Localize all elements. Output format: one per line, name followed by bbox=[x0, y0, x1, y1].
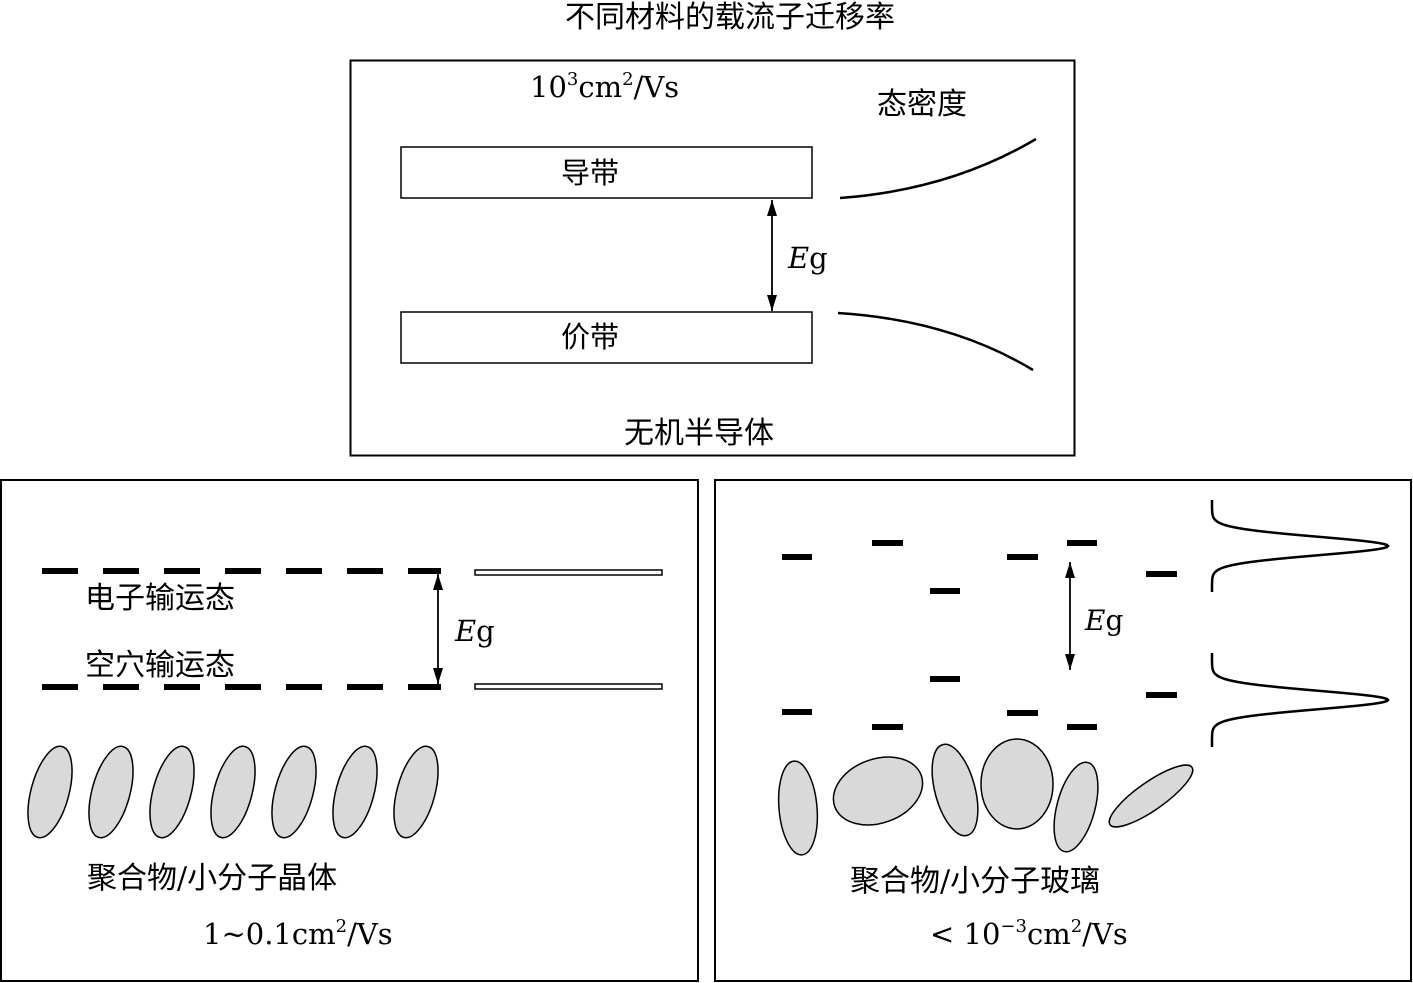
glass-molecule bbox=[832, 756, 924, 826]
crystal-caption: 聚合物/小分子晶体 bbox=[87, 861, 337, 896]
crystal-molecule bbox=[271, 745, 317, 839]
crystal-molecule bbox=[393, 745, 439, 839]
glass-upper-states bbox=[782, 540, 1177, 594]
glass-mobility: < 10−3cm2/Vs bbox=[930, 916, 1128, 951]
dos-curve-valence bbox=[837, 311, 1034, 372]
glass-dos-lower-gaussian bbox=[1210, 653, 1390, 747]
inorganic-gap-italic: E bbox=[787, 241, 809, 275]
inorganic-panel: 103cm2/Vs 态密度 导带 价带 Eg 无机半导体 bbox=[349, 59, 1076, 457]
glass-gap-label: Eg bbox=[1084, 604, 1123, 637]
inorganic-gap-label: Eg bbox=[787, 241, 828, 275]
glass-molecule bbox=[777, 760, 819, 856]
inorganic-mobility-tail: /Vs bbox=[634, 70, 680, 104]
crystal-molecule bbox=[210, 745, 256, 839]
diagram-title: 不同材料的载流子迁移率 bbox=[565, 0, 895, 35]
crystal-gap-label: Eg bbox=[454, 614, 495, 648]
dos-curve-conduction bbox=[839, 137, 1037, 200]
glass-panel: Eg 聚合物/小分子玻璃 < 10−3cm2/Vs bbox=[714, 479, 1412, 982]
conduction-band bbox=[400, 146, 813, 199]
valence-band-label: 价带 bbox=[561, 320, 619, 354]
glass-molecule bbox=[931, 743, 979, 837]
crystal-band-lower-double-line bbox=[474, 683, 663, 690]
crystal-gap-italic: E bbox=[454, 614, 476, 648]
crystal-molecule bbox=[27, 745, 73, 839]
glass-lower-states bbox=[782, 676, 1177, 730]
inorganic-mobility: 103cm2/Vs bbox=[530, 69, 679, 104]
glass-molecule bbox=[980, 738, 1054, 830]
inorganic-panel-frame bbox=[349, 59, 1076, 457]
inorganic-gap-rest: g bbox=[809, 241, 828, 275]
glass-mobility-unit: cm bbox=[1027, 917, 1071, 951]
inorganic-mobility-unit-exp: 2 bbox=[622, 69, 633, 90]
crystal-molecules bbox=[27, 745, 439, 839]
glass-molecules bbox=[777, 738, 1194, 856]
glass-molecule bbox=[1053, 761, 1099, 853]
glass-mobility-exp: −3 bbox=[1000, 916, 1027, 937]
glass-caption: 聚合物/小分子玻璃 bbox=[850, 864, 1100, 899]
crystal-panel: 电子输运态 空穴输运态 Eg 聚合物/小分子晶体 1~0.1cm2/Vs bbox=[0, 479, 699, 982]
glass-gap-italic: E bbox=[1084, 604, 1105, 637]
crystal-mobility-unit: cm bbox=[292, 917, 336, 951]
inorganic-mobility-base: 10 bbox=[530, 70, 567, 104]
conduction-band-label: 导带 bbox=[561, 156, 619, 190]
glass-mobility-prefix: < 10 bbox=[930, 917, 1000, 951]
glass-dos-upper-gaussian bbox=[1210, 500, 1390, 592]
electron-transport-states-label: 电子输运态 bbox=[85, 581, 235, 616]
inorganic-mobility-unit: cm bbox=[578, 70, 622, 104]
valence-band bbox=[400, 311, 813, 364]
crystal-molecule bbox=[332, 745, 378, 839]
hole-transport-states-label: 空穴输运态 bbox=[85, 648, 235, 683]
inorganic-mobility-exp: 3 bbox=[567, 69, 578, 90]
glass-panel-frame bbox=[714, 479, 1412, 982]
crystal-mobility: 1~0.1cm2/Vs bbox=[203, 916, 393, 951]
crystal-molecule bbox=[149, 745, 195, 839]
crystal-molecule bbox=[88, 745, 134, 839]
glass-gap-rest: g bbox=[1105, 604, 1123, 637]
crystal-mobility-unit-exp: 2 bbox=[336, 916, 347, 937]
glass-mobility-tail: /Vs bbox=[1082, 917, 1128, 951]
glass-mobility-unit-exp: 2 bbox=[1071, 916, 1082, 937]
crystal-gap-rest: g bbox=[476, 614, 495, 648]
glass-molecule bbox=[1108, 764, 1194, 828]
crystal-mobility-prefix: 1~0.1 bbox=[203, 917, 292, 951]
dos-label: 态密度 bbox=[877, 87, 967, 122]
inorganic-caption: 无机半导体 bbox=[624, 416, 774, 451]
crystal-mobility-tail: /Vs bbox=[347, 917, 393, 951]
crystal-panel-frame bbox=[0, 479, 699, 982]
crystal-band-upper-double-line bbox=[474, 569, 663, 576]
